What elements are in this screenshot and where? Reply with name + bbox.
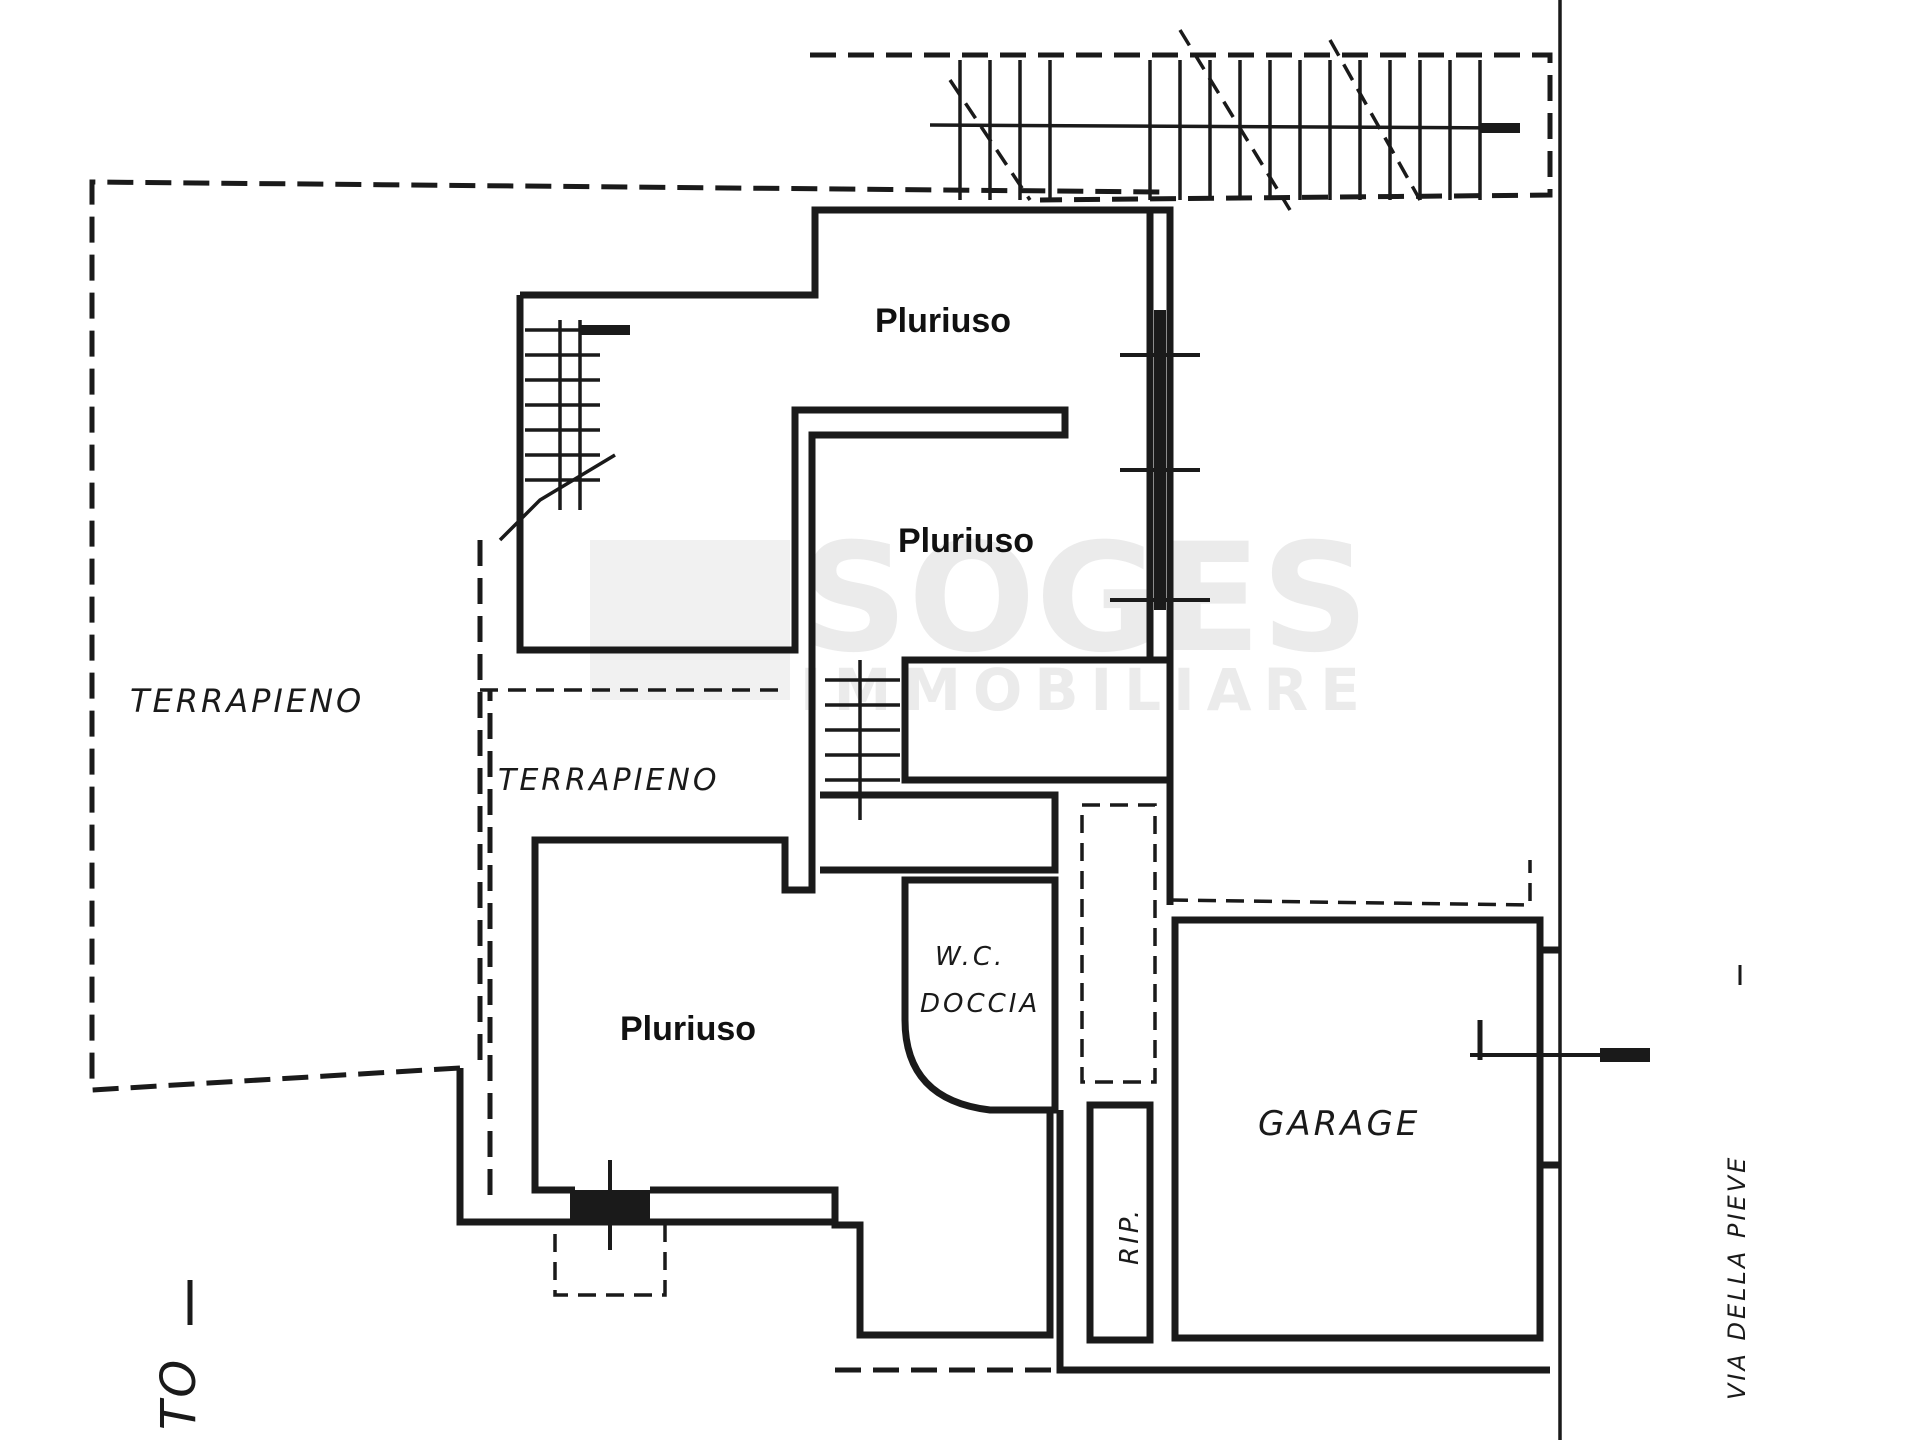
interior-stairs-lower <box>825 660 900 820</box>
street-label: VIA DELLA PIEVE <box>1723 1155 1751 1400</box>
area-label-terrapieno-center: TERRAPIENO <box>498 763 719 798</box>
room-label-pluriuso-bottom: Pluriuso <box>620 1010 756 1048</box>
watermark: SOGES IMMOBILIARE <box>590 512 1372 724</box>
room-label-rip: RIP. <box>1115 1207 1145 1265</box>
area-label-terrapieno-left: TERRAPIENO <box>130 682 364 720</box>
street-label-left-fragment: TO <box>151 1357 207 1430</box>
room-label-garage: GARAGE <box>1258 1104 1420 1144</box>
building-walls <box>456 206 1560 1374</box>
watermark-logo-mark <box>590 540 790 700</box>
interior-stairs-upper <box>498 320 616 542</box>
room-label-pluriuso-mid: Pluriuso <box>898 522 1034 560</box>
exterior-stairs <box>810 29 1553 211</box>
windows <box>570 310 1650 1250</box>
watermark-sub: IMMOBILIARE <box>800 656 1372 724</box>
room-label-doccia: DOCCIA <box>920 989 1040 1019</box>
terrapieno-left-outline <box>89 179 1161 1093</box>
room-label-wc: W.C. <box>935 942 1005 972</box>
room-label-pluriuso-top: Pluriuso <box>875 302 1011 340</box>
